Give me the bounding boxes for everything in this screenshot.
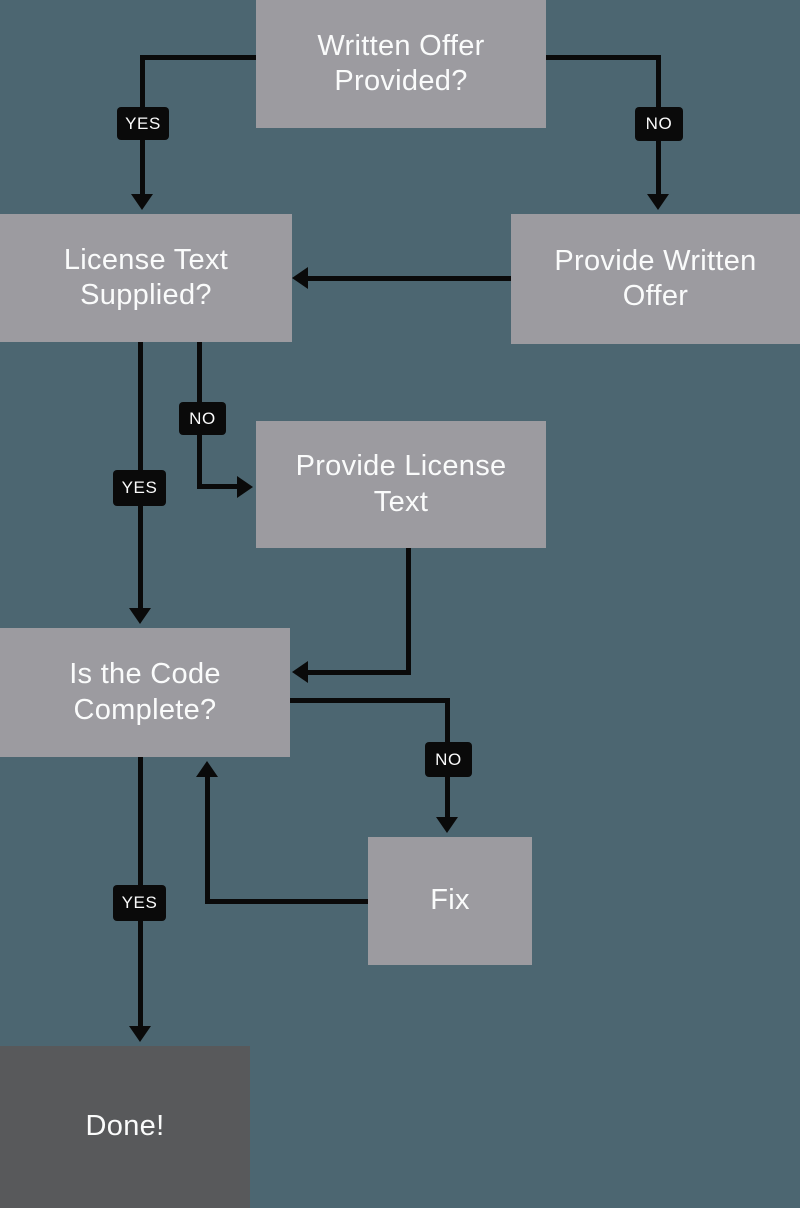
node-fix: Fix — [368, 837, 532, 965]
arrowhead-left-icon — [292, 661, 308, 683]
node-provide-license-text: Provide License Text — [256, 421, 546, 548]
edge-code-complete-no-segment — [290, 698, 450, 703]
node-label: License Text Supplied? — [63, 243, 229, 311]
edge-license-text-no-segment — [197, 484, 237, 489]
edge-written-offer-yes-segment — [140, 55, 261, 60]
edge-label-no: NO — [635, 107, 683, 141]
node-label: Written Offer Provided? — [317, 29, 485, 97]
arrowhead-left-icon — [292, 267, 308, 289]
edge-fix-return-segment — [205, 899, 368, 904]
arrowhead-down-icon — [647, 194, 669, 210]
node-label: Done! — [85, 1110, 165, 1143]
node-provide-written-offer: Provide Written Offer — [511, 214, 800, 344]
node-license-text-supplied: License Text Supplied? — [0, 214, 292, 342]
arrowhead-down-icon — [436, 817, 458, 833]
node-label: Fix — [430, 884, 470, 917]
arrowhead-down-icon — [129, 608, 151, 624]
node-label: Provide Written Offer — [554, 244, 757, 312]
arrowhead-down-icon — [129, 1026, 151, 1042]
edge-label-yes: YES — [117, 107, 169, 140]
edge-written-offer-no-segment — [542, 55, 661, 60]
node-done: Done! — [0, 1046, 250, 1208]
node-written-offer-provided: Written Offer Provided? — [256, 0, 546, 128]
arrowhead-down-icon — [131, 194, 153, 210]
edge-label-no: NO — [425, 742, 472, 777]
edge-provide-license-text-segment — [406, 548, 411, 675]
edge-label-no: NO — [179, 402, 226, 435]
arrowhead-right-icon — [237, 476, 253, 498]
node-label: Provide License Text — [295, 450, 507, 518]
edge-fix-return-segment — [205, 777, 210, 904]
edge-label-yes: YES — [113, 885, 166, 921]
node-label: Is the Code Complete? — [69, 658, 221, 726]
edge-provide-written-offer-segment — [307, 276, 514, 281]
edge-provide-license-text-segment — [308, 670, 411, 675]
edge-label-yes: YES — [113, 470, 166, 506]
arrowhead-up-icon — [196, 761, 218, 777]
node-is-the-code-complete: Is the Code Complete? — [0, 628, 290, 757]
